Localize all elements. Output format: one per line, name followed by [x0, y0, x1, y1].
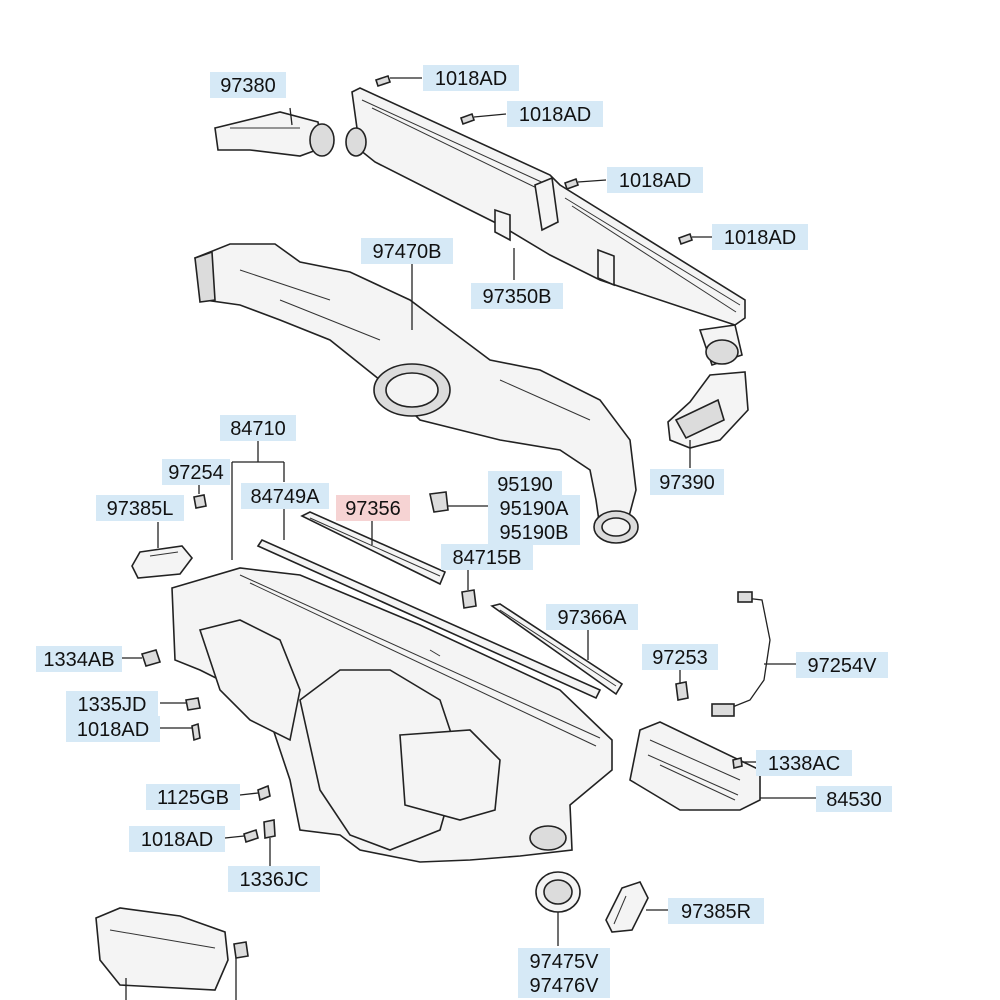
defroster-duct [345, 87, 746, 367]
clip-97254-icon [193, 494, 207, 509]
label-1334ab: 1334AB [43, 649, 114, 671]
clip-97253-icon [675, 681, 689, 701]
label-1335jd: 1335JD [78, 694, 147, 716]
nut-1335jd-icon [185, 697, 201, 711]
screw-1018ad-icon-f [243, 828, 259, 844]
leader-lines [122, 77, 816, 946]
label-97380: 97380 [220, 75, 276, 97]
label-97476v: 97476V [530, 975, 600, 997]
label-1018ad-f: 1018AD [141, 829, 213, 851]
label-97366a: 97366A [558, 607, 628, 629]
defrost-nozzle-strip-right [490, 603, 624, 696]
screw-1018ad-icon-e [191, 722, 201, 742]
label-1018ad-d: 1018AD [724, 227, 796, 249]
crash-pad-dashboard [171, 567, 613, 863]
label-1336jc: 1336JC [240, 869, 309, 891]
clip-1334ab-icon [140, 649, 162, 667]
label-95190b: 95190B [500, 522, 569, 544]
screw-1338ac-icon [732, 757, 743, 769]
defrost-nozzle-strip [300, 511, 447, 586]
photo-sensor [429, 491, 449, 513]
label-84749a: 84749A [251, 486, 321, 508]
label-97356-highlighted: 97356 [345, 498, 401, 520]
label-84715b: 84715B [453, 547, 522, 569]
label-95190a: 95190A [500, 498, 570, 520]
clip-1336jc-icon [263, 819, 276, 839]
screw-icons-top [374, 74, 694, 246]
label-97253: 97253 [652, 647, 708, 669]
center-vent-duct [194, 243, 639, 544]
screw-1125gb-icon [257, 784, 271, 802]
label-97254: 97254 [168, 462, 224, 484]
label-97254v: 97254V [808, 655, 878, 677]
label-1018ad-b: 1018AD [519, 104, 591, 126]
part-labels: 97380 1018AD 1018AD 1018AD 1018AD 97470B… [36, 65, 892, 998]
label-1018ad-c: 1018AD [619, 170, 691, 192]
label-97350b: 97350B [483, 286, 552, 308]
storage-box [629, 721, 761, 811]
side-vent-left [131, 545, 194, 579]
center-vent-grille [535, 871, 581, 913]
sensor-wire-harness [711, 591, 771, 717]
label-84710: 84710 [230, 418, 286, 440]
cluster-housing [95, 907, 249, 1000]
side-vent-duct-left [214, 111, 335, 157]
label-1125gb: 1125GB [157, 787, 229, 809]
label-97390: 97390 [659, 472, 715, 494]
clip-84715b-icon [461, 589, 477, 609]
side-vent-right [605, 881, 649, 933]
right-vent-duct [667, 371, 749, 449]
trim-strip-84749a [256, 538, 602, 700]
label-1018ad-e: 1018AD [77, 719, 149, 741]
label-97385r: 97385R [681, 901, 751, 923]
label-97475v: 97475V [530, 951, 600, 973]
label-84530: 84530 [826, 789, 882, 811]
label-1018ad-a: 1018AD [435, 68, 507, 90]
label-97470b: 97470B [373, 241, 442, 263]
label-95190: 95190 [497, 474, 553, 496]
label-97385l: 97385L [107, 498, 174, 520]
label-1338ac: 1338AC [768, 753, 840, 775]
